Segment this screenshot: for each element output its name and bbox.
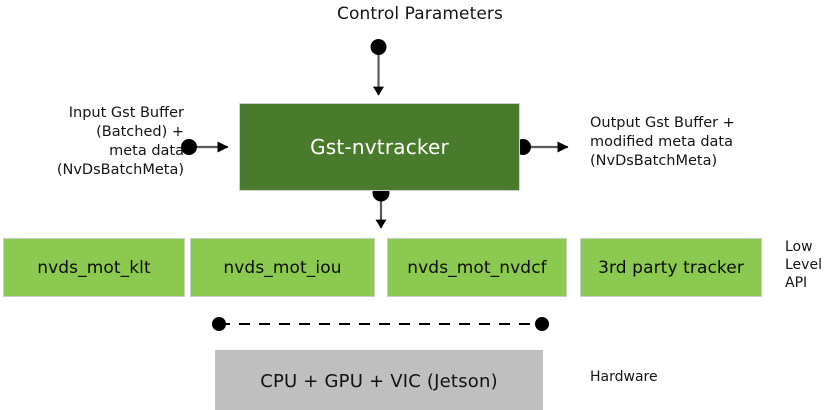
output-buffer-label: Output Gst Buffer + modified meta data (… xyxy=(590,114,790,171)
input-buffer-label-line-1: Input Gst Buffer xyxy=(68,105,184,121)
lowlevel-box-nvds-mot-nvdcf[interactable]: nvds_mot_nvdcf xyxy=(387,238,567,297)
node-control-params xyxy=(370,39,387,55)
lowlevel-box-label: nvds_mot_iou xyxy=(223,257,342,278)
hardware-block[interactable]: CPU + GPU + VIC (Jetson) xyxy=(215,350,543,410)
output-buffer-label-line-1: Output Gst Buffer + xyxy=(590,115,735,131)
node-hardware-right xyxy=(535,317,549,331)
output-buffer-label-line-3: (NvDsBatchMeta) xyxy=(590,153,718,169)
hardware-note: Hardware xyxy=(590,369,658,385)
input-buffer-label-line-3: meta data xyxy=(109,143,184,159)
lowlevel-box-3rd-party-tracker[interactable]: 3rd party tracker xyxy=(580,238,762,297)
lowlevel-box-nvds-mot-iou[interactable]: nvds_mot_iou xyxy=(190,238,375,297)
lowlevel-box-nvds-mot-klt[interactable]: nvds_mot_klt xyxy=(3,238,185,297)
lowlevel-api-note-line-2: Level xyxy=(785,257,822,273)
gst-nvtracker-block-label: Gst-nvtracker xyxy=(310,135,449,159)
lowlevel-box-label: nvds_mot_klt xyxy=(37,257,151,278)
lowlevel-api-note: Low Level API xyxy=(785,238,840,292)
hardware-block-label: CPU + GPU + VIC (Jetson) xyxy=(260,370,498,392)
lowlevel-api-note-line-3: API xyxy=(785,275,808,291)
output-buffer-label-line-2: modified meta data xyxy=(590,134,733,150)
gst-nvtracker-block[interactable]: Gst-nvtracker xyxy=(239,103,520,191)
lowlevel-api-note-line-1: Low xyxy=(785,239,813,255)
diagram-title: Control Parameters xyxy=(337,4,503,24)
lowlevel-box-label: nvds_mot_nvdcf xyxy=(407,257,547,278)
input-buffer-label: Input Gst Buffer (Batched) + meta data (… xyxy=(14,104,184,180)
input-buffer-label-line-2: (Batched) + xyxy=(96,124,184,140)
lowlevel-box-label: 3rd party tracker xyxy=(598,257,744,278)
node-hardware-left xyxy=(212,317,226,331)
input-buffer-label-line-4: (NvDsBatchMeta) xyxy=(56,162,184,178)
